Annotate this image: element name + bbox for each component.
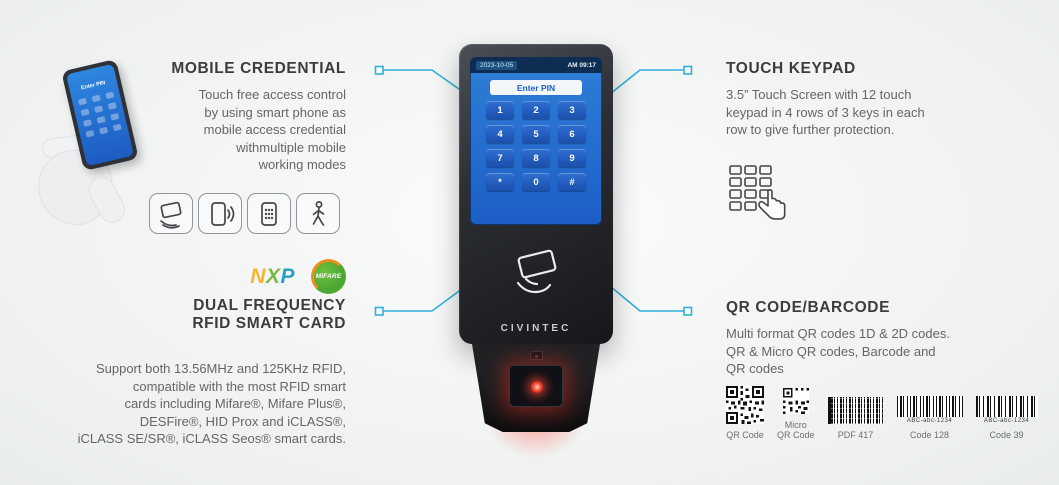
mobile-credential-section: MOBILE CREDENTIAL Touch free access cont… — [150, 60, 346, 174]
card-tap-zone — [470, 234, 602, 312]
qr-barcode-body: Multi format QR codes 1D & 2D codes. QR … — [726, 326, 950, 376]
qr-barcode-title: QR CODE/BARCODE — [726, 299, 891, 316]
code128-image — [896, 396, 963, 417]
qr-scanner-window — [509, 365, 563, 407]
key-1: 1 — [486, 101, 514, 119]
qr-barcode-section: QR CODE/BARCODE Multi format QR codes 1D… — [726, 299, 996, 378]
key-hash: # — [558, 173, 586, 191]
device-touchscreen: 2023-10-05 AM 09:17 Enter PIN 1 2 3 4 5 … — [470, 57, 602, 225]
code-label: PDF 417 — [837, 430, 874, 440]
code-label: Code 39 — [989, 430, 1024, 440]
qr-code-image — [726, 386, 764, 424]
key-0: 0 — [522, 173, 550, 191]
dual-frequency-body: Support both 13.56MHz and 125KHz RFID, c… — [77, 361, 346, 446]
key-5: 5 — [522, 125, 550, 143]
phone-keypad-icon — [247, 193, 291, 234]
code-value: ABC-abc-1234 — [906, 418, 953, 424]
key-star: * — [486, 173, 514, 191]
touch-keypad-section: TOUCH KEYPAD 3.5” Touch Screen with 12 t… — [726, 60, 976, 139]
card-tap-icon — [516, 249, 557, 294]
pointing-hand-icon — [758, 189, 786, 220]
key-4: 4 — [486, 125, 514, 143]
camera-icon — [529, 351, 543, 360]
dual-frequency-body-block: Support both 13.56MHz and 125KHz RFID, c… — [76, 352, 346, 448]
code-label: QR Code — [726, 430, 764, 440]
key-2: 2 — [522, 101, 550, 119]
nxp-logo: NXP — [250, 264, 295, 288]
status-date: 2023-10-05 — [476, 60, 518, 70]
touch-keypad-body: 3.5” Touch Screen with 12 touch keypad i… — [726, 87, 925, 137]
enter-pin-label: Enter PIN — [490, 80, 582, 95]
code-label: Code 128 — [910, 430, 950, 440]
mobile-credential-title: MOBILE CREDENTIAL — [171, 60, 346, 77]
key-3: 3 — [558, 101, 586, 119]
chip-logo-row: NXP MIFARE — [150, 259, 346, 294]
dual-frequency-title: DUAL FREQUENCY RFID SMART CARD — [192, 297, 346, 332]
code-label: Micro QR Code — [777, 419, 815, 441]
code128-sample: ABC-abc-1234 Code 128 — [896, 396, 963, 441]
code-value: ABC-abc-1234 — [983, 418, 1030, 424]
keypad-hand-icon — [726, 162, 792, 239]
device-keypad: 1 2 3 4 5 6 7 8 9 * 0 # — [470, 101, 602, 191]
pdf417-sample: PDF 417 — [827, 397, 884, 441]
touch-keypad-title: TOUCH KEYPAD — [726, 60, 856, 77]
code39-sample: ABC-abc-1234 Code 39 — [975, 396, 1038, 441]
key-6: 6 — [558, 125, 586, 143]
pdf417-image — [827, 397, 884, 424]
qr-code-sample: QR Code — [726, 386, 764, 441]
code39-image — [975, 396, 1038, 417]
phone-tap-icon — [198, 193, 242, 234]
key-9: 9 — [558, 149, 586, 167]
device-body: 2023-10-05 AM 09:17 Enter PIN 1 2 3 4 5 … — [459, 44, 613, 344]
device-brand-logo: CIVINTEC — [500, 323, 572, 334]
code-samples-row: QR Code Micro QR Code PDF 417 — [726, 386, 1038, 441]
mobile-credential-body: Touch free access control by using smart… — [198, 87, 346, 172]
micro-qr-image — [782, 387, 809, 414]
mifare-badge: MIFARE — [311, 259, 346, 294]
device-scanner-module — [472, 344, 600, 432]
mobile-modes-icon-row — [140, 193, 340, 234]
smartphone-keypad-dots — [72, 90, 128, 139]
device-statusbar: 2023-10-05 AM 09:17 — [470, 57, 602, 73]
key-7: 7 — [486, 149, 514, 167]
key-8: 8 — [522, 149, 550, 167]
access-terminal-device: 2023-10-05 AM 09:17 Enter PIN 1 2 3 4 5 … — [456, 44, 618, 458]
micro-qr-sample: Micro QR Code — [777, 387, 815, 441]
walking-person-icon — [296, 193, 340, 234]
card-wave-icon — [149, 193, 193, 234]
dual-frequency-section: DUAL FREQUENCY RFID SMART CARD — [150, 297, 346, 333]
status-time: AM 09:17 — [567, 61, 596, 69]
